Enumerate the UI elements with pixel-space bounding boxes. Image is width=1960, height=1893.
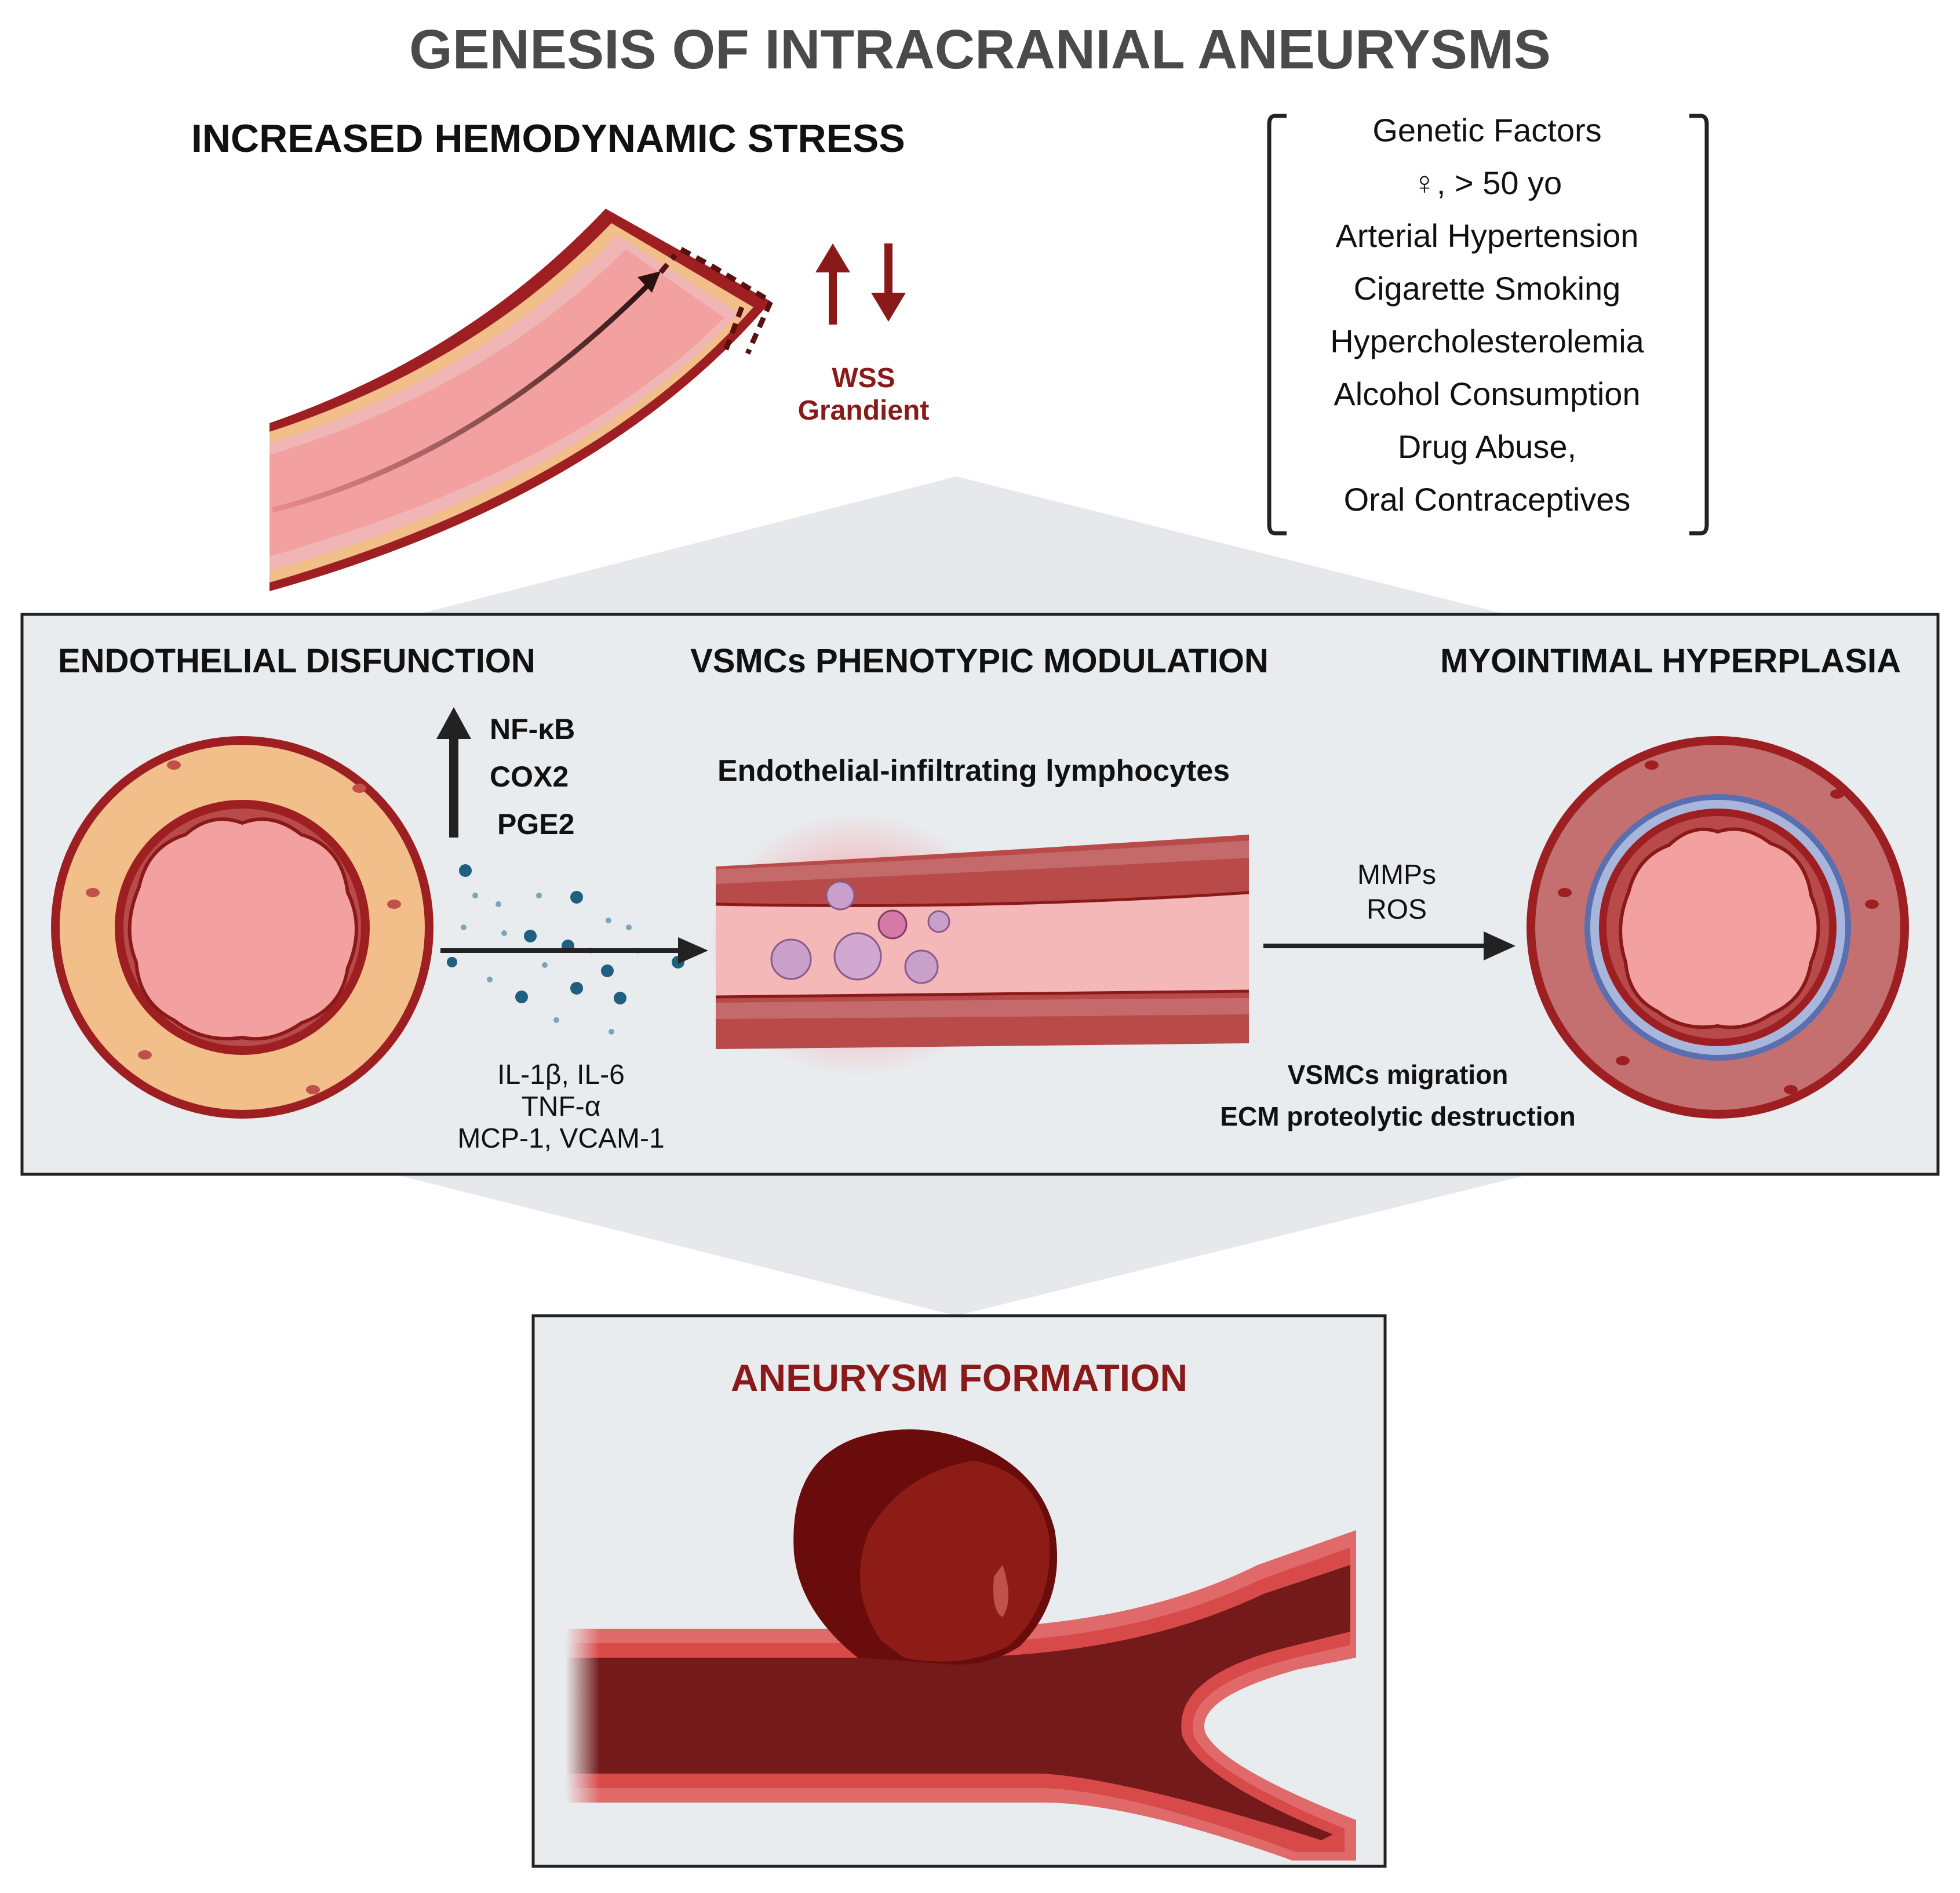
stage-myointimal-heading: MYOINTIMAL HYPERPLASIA [1440, 642, 1901, 680]
hemodynamic-heading: INCREASED HEMODYNAMIC STRESS [191, 117, 905, 161]
page-title: GENESIS OF INTRACRANIAL ANEURYSMS [409, 19, 1551, 81]
arrow-up-head-icon [815, 243, 850, 272]
cytokine-line-3: MCP-1, VCAM-1 [457, 1123, 664, 1154]
lymphocyte-cell-icon [877, 909, 908, 940]
cytokine-arrow-head-icon [678, 937, 708, 964]
lymphocyte-cell-icon [904, 949, 939, 984]
enzyme-ros: ROS [1367, 894, 1427, 925]
wss-label: WSS [832, 363, 895, 394]
marker-pge2: PGE2 [497, 808, 574, 840]
lymphocyte-cell-icon [770, 938, 812, 980]
lymphocytes [770, 880, 950, 984]
myointimal-note-1: VSMCs migration [1288, 1060, 1509, 1090]
cytokine-line-1: IL-1β, IL-6 [497, 1060, 625, 1090]
endothelial-cross-section [51, 736, 433, 1119]
lymphocytes-label: Endothelial-infiltrating lymphocytes [717, 754, 1230, 788]
marker-nfkb: NF-κB [490, 713, 575, 745]
myointimal-note-2: ECM proteolytic destruction [1220, 1101, 1575, 1131]
wss-arrows [815, 243, 906, 325]
upregulation-arrow-head-icon [436, 707, 471, 739]
arrow-down-head-icon [871, 293, 906, 322]
enzyme-arrow-head-icon [1484, 931, 1515, 960]
risk-factor-3: Arterial Hypertension [1336, 217, 1639, 254]
risk-factor-2: ♀, > 50 yo [1412, 165, 1562, 201]
risk-factor-1: Genetic Factors [1372, 112, 1601, 148]
risk-factor-5: Hypercholesterolemia [1330, 323, 1644, 359]
lymphocyte-cell-icon [927, 910, 950, 933]
curved-artery-illustration [269, 209, 774, 591]
aneurysm-illustration [565, 1429, 1356, 1861]
risk-factors-box [1267, 114, 1709, 536]
cytokine-line-2: TNF-α [521, 1091, 600, 1122]
cytokine-particles [447, 864, 684, 1035]
stage-endothelial-heading: ENDOTHELIAL DISFUNCTION [58, 642, 535, 680]
risk-factor-7: Drug Abuse, [1398, 428, 1576, 465]
myointimal-cross-section [1527, 736, 1909, 1119]
lymphocyte-cell-icon [825, 880, 855, 911]
risk-factor-4: Cigarette Smoking [1354, 270, 1621, 307]
risk-factor-6: Alcohol Consumption [1334, 376, 1640, 412]
risk-factor-8: Oral Contraceptives [1344, 481, 1631, 518]
funnel-bottom [394, 1174, 1530, 1316]
aneurysm-heading: ANEURYSM FORMATION [731, 1356, 1187, 1399]
stage-vsmcs-heading: VSMCs PHENOTYPIC MODULATION [690, 642, 1269, 680]
funnel-top [417, 476, 1507, 614]
lymphocyte-cell-icon [833, 932, 882, 981]
wss-gradient-label: Grandient [798, 395, 930, 426]
enzyme-mmps: MMPs [1357, 860, 1436, 890]
marker-cox2: COX2 [490, 760, 569, 793]
